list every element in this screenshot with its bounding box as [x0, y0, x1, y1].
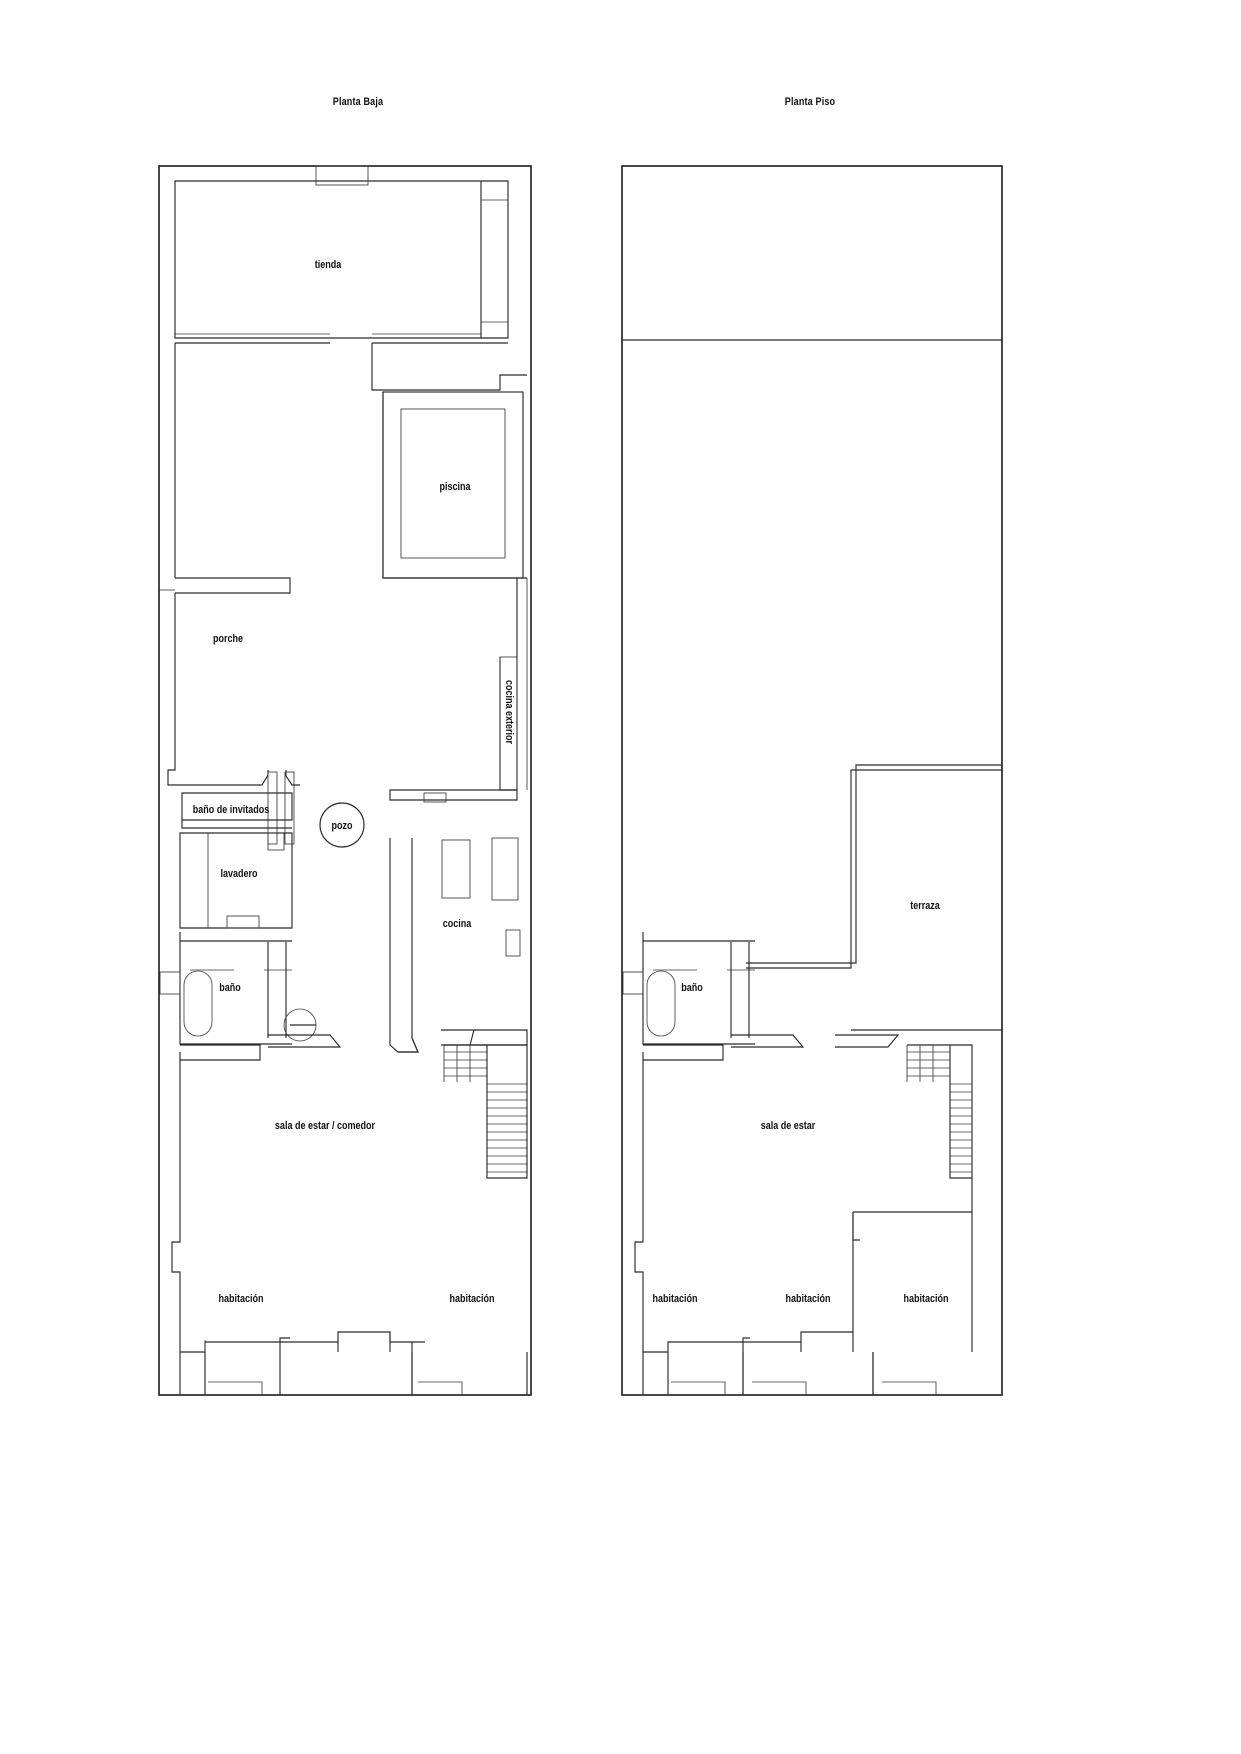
- room-label-habitacion-baja-2: habitación: [449, 1293, 494, 1305]
- room-habitacion-baja-2: habitación: [411, 1293, 528, 1395]
- room-terraza: terraza: [746, 764, 1002, 1031]
- room-bano-baja: baño: [159, 932, 317, 1045]
- room-label-bano-piso: baño: [681, 982, 703, 994]
- stairs-piso: [852, 1044, 973, 1332]
- room-label-lavadero: lavadero: [220, 868, 257, 880]
- room-label-piscina: piscina: [439, 481, 470, 493]
- planta-baja-title: Planta Baja: [332, 96, 384, 108]
- room-label-habitacion-piso-3: habitación: [903, 1293, 948, 1305]
- room-label-habitacion-baja-1: habitación: [218, 1293, 263, 1305]
- room-label-bano-baja: baño: [219, 982, 241, 994]
- room-label-sala-de-estar: sala de estar: [761, 1120, 816, 1132]
- room-habitacion-piso-3: habitación: [872, 1212, 1003, 1395]
- room-habitacion-baja-1: habitación: [179, 1293, 290, 1395]
- room-piscina: piscina: [174, 343, 527, 579]
- planta-piso-outline: [621, 165, 1003, 1396]
- room-label-cocina-exterior: cocina exterior: [503, 680, 515, 744]
- room-label-bano-de-invitados: baño de invitados: [193, 804, 270, 816]
- room-porche: porche: [159, 577, 291, 786]
- room-sala-de-estar: sala de estar: [634, 1034, 900, 1353]
- stairs-baja: [443, 1044, 528, 1179]
- room-label-habitacion-piso-2: habitación: [785, 1293, 830, 1305]
- room-label-tienda: tienda: [315, 259, 342, 271]
- room-tienda: tienda: [174, 165, 509, 344]
- room-label-pozo: pozo: [331, 820, 352, 832]
- room-lavadero: lavadero: [179, 832, 293, 929]
- room-label-sala-de-estar-comedor: sala de estar / comedor: [275, 1120, 375, 1132]
- room-label-cocina: cocina: [443, 918, 472, 930]
- planta-piso-title: Planta Piso: [784, 96, 836, 108]
- room-label-terraza: terraza: [910, 900, 940, 912]
- room-bano-de-invitados: baño de invitados: [175, 770, 300, 845]
- room-habitacion-piso-1: habitación: [642, 1293, 750, 1395]
- room-sala-de-estar-comedor: sala de estar / comedor: [171, 1024, 425, 1353]
- room-bano-piso: baño: [622, 932, 755, 1045]
- feature-pozo: pozo: [319, 802, 365, 848]
- room-label-habitacion-piso-1: habitación: [652, 1293, 697, 1305]
- room-label-porche: porche: [213, 633, 243, 645]
